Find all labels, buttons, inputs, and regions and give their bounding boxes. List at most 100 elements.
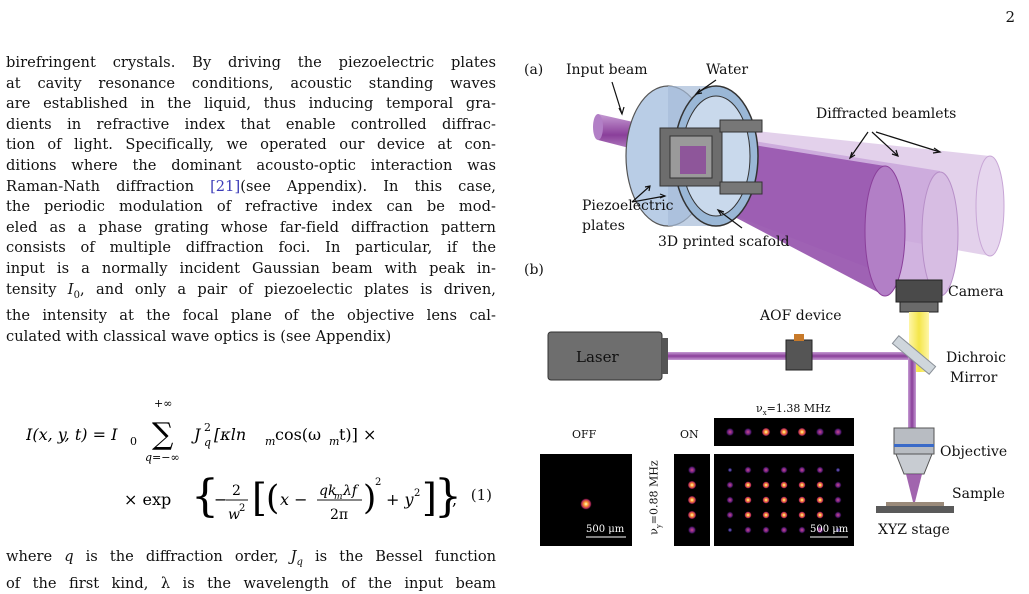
sample-slide	[886, 502, 944, 506]
eq-lhs-sub: 0	[130, 435, 137, 448]
eq-bessel-sup: 2	[204, 421, 211, 434]
scale-label-2: 500 μm	[810, 524, 848, 535]
text-span: Raman-Nath diffraction	[6, 178, 210, 195]
label-off: OFF	[572, 428, 596, 441]
grid-spot	[816, 481, 824, 489]
body-paragraph-after: where q is the diffraction order, Jq is …	[6, 547, 496, 594]
x-spot	[744, 428, 753, 437]
objective-ring	[894, 444, 934, 447]
camera-body	[896, 280, 942, 302]
citation-link[interactable]: [21]	[210, 178, 240, 195]
panel-b-label: (b)	[524, 262, 544, 278]
eq-frac-num: 2	[232, 483, 241, 499]
text-span: , and only a pair of piezoelectic plates…	[80, 281, 496, 298]
x-spot	[834, 428, 843, 437]
text-line-intensity: tensity I0, and only a pair of piezoelec…	[6, 280, 496, 307]
eq-bracket-left: [	[252, 476, 267, 520]
grid-spot	[780, 526, 788, 534]
grid-spot	[744, 511, 752, 519]
y-spot	[688, 481, 697, 490]
grid-spot	[726, 481, 734, 489]
y-spot	[688, 526, 697, 535]
grid-spot	[836, 468, 841, 473]
grid-spot	[798, 526, 806, 534]
eq-inner-num-tail: λf	[342, 483, 360, 499]
grid-spot	[728, 468, 733, 473]
text-line: consists of multiple diffraction foci. I…	[6, 238, 496, 259]
grid-spot	[816, 511, 824, 519]
label-piezo-2: plates	[582, 218, 625, 234]
grid-spot	[780, 511, 788, 519]
label-freq-x: νx=1.38 MHz	[756, 402, 831, 417]
grid-spot	[780, 481, 788, 489]
eq-brace-right: }	[434, 471, 462, 522]
label-piezo-1: Piezoelectric	[582, 198, 674, 214]
eq-sum-lower: q=−∞	[145, 451, 180, 464]
eq-comma: ,	[452, 490, 457, 509]
grid-spot	[744, 466, 752, 474]
x-spot	[726, 428, 735, 437]
eq-inner-den: 2π	[330, 507, 348, 523]
eq-y-sup: 2	[414, 488, 420, 499]
label-water: Water	[706, 62, 748, 78]
xyz-stage	[876, 506, 954, 513]
eq-cos: cos(ω	[275, 425, 321, 444]
text-span: is the Bessel function	[303, 548, 496, 565]
equation-1: I(x, y, t) = I 0 +∞ ∑ q=−∞ J q 2 [κln m …	[26, 395, 496, 535]
eq-inner-x: x −	[280, 490, 308, 509]
text-line: dients in refractive index that enable c…	[6, 115, 496, 136]
text-line: the intensity at the focal plane of the …	[6, 306, 496, 327]
aof-device-box	[786, 340, 812, 370]
label-on: ON	[680, 428, 699, 441]
text-span: tensity	[6, 281, 68, 298]
grid-spot	[726, 511, 734, 519]
grid-spot	[798, 466, 806, 474]
eq-plus-y: + y	[386, 490, 414, 509]
objective-tip	[896, 454, 932, 474]
eq-bessel-arg: [κln	[214, 425, 246, 444]
eq-bessel-sub: q	[204, 436, 211, 449]
text-line: the periodic modulation of refractive in…	[6, 197, 496, 218]
grid-spot	[816, 496, 824, 504]
eq-paren-left: (	[266, 478, 279, 518]
eq-paren-sup: 2	[375, 477, 381, 488]
panel-a-label: (a)	[524, 62, 543, 78]
text-line: tion of light. Specifically, we operated…	[6, 135, 496, 156]
label-input-beam: Input beam	[566, 62, 647, 78]
text-line: birefringent crystals. By driving the pi…	[6, 53, 496, 74]
eq-lhs: I(x, y, t) = I	[26, 425, 118, 444]
y-spot	[688, 466, 697, 475]
text-span: (see Appendix). In this case,	[240, 178, 496, 195]
grid-spot	[798, 496, 806, 504]
label-dichroic: Dichroic	[946, 350, 1006, 366]
off-focal-spot	[580, 498, 592, 510]
text-span: =1.38 MHz	[767, 402, 831, 415]
label-sample: Sample	[952, 486, 1005, 502]
body-paragraph: birefringent crystals. By driving the pi…	[6, 53, 496, 347]
text-line-citation: Raman-Nath diffraction [21](see Appendix…	[6, 177, 496, 198]
label-freq-y: νy=0.88 MHz	[648, 460, 663, 535]
grid-spot	[762, 496, 770, 504]
grid-spot	[780, 466, 788, 474]
x-spot	[762, 428, 771, 437]
label-aof-device: AOF device	[760, 308, 842, 324]
label-camera: Camera	[948, 284, 1004, 300]
text-span: =0.88 MHz	[648, 460, 661, 524]
label-laser: Laser	[576, 348, 619, 366]
label-scaffold: 3D printed scafold	[658, 234, 789, 250]
label-diffracted-beamlets: Diffracted beamlets	[816, 106, 956, 122]
eq-sum-sign: ∑	[152, 417, 174, 452]
math-symbol: q	[64, 548, 73, 565]
grid-spot	[762, 481, 770, 489]
y-spot	[688, 511, 697, 520]
x-spot	[798, 428, 807, 437]
laser-aperture	[662, 338, 668, 374]
x-spot	[780, 428, 789, 437]
grid-spot	[744, 526, 752, 534]
laser-beam-vertical	[908, 356, 916, 438]
camera-lens	[900, 302, 938, 312]
grid-spot	[762, 526, 770, 534]
text-span: ν	[648, 528, 661, 535]
eq-cos-end: t)] ×	[339, 425, 376, 444]
grid-spot	[816, 466, 824, 474]
